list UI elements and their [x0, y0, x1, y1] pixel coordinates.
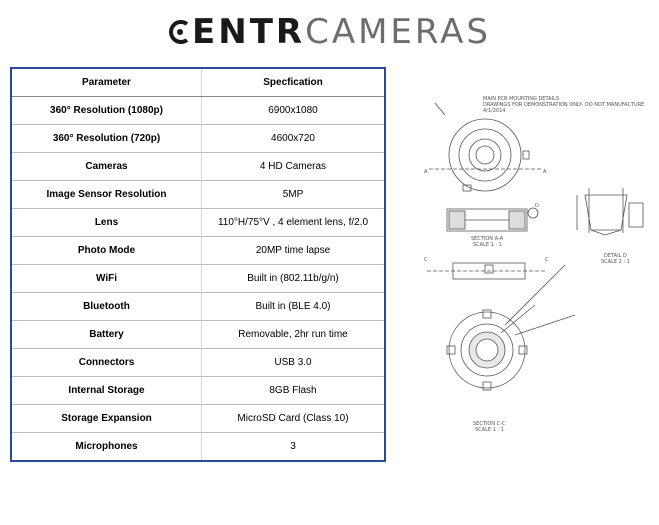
drawing-note-date: 4/1/2014 — [483, 108, 505, 114]
value-cell: 3 — [290, 441, 296, 452]
param-cell: 360° Resolution (1080p) — [11, 96, 202, 125]
section-aa-scale: SCALE 1 : 1 — [473, 242, 502, 248]
param-cell: Photo Mode — [11, 236, 202, 265]
param-cell: Microphones — [11, 432, 202, 461]
value-cell: 110°H/75°V , 4 element lens, f/2.0 — [201, 208, 385, 237]
logo-c-icon — [168, 12, 192, 52]
detail-d-marker: D — [535, 203, 539, 209]
value-cell: 20MP time lapse — [201, 236, 385, 265]
value-cell: 5MP — [201, 180, 385, 209]
header-specification: Specfication — [201, 68, 385, 97]
section-aa-view — [446, 207, 539, 232]
table-row: 360° Resolution (1080p)6900x1080 — [11, 96, 385, 125]
param-cell: Cameras — [11, 152, 202, 181]
param-cell: Bluetooth — [11, 292, 202, 321]
section-marker-a-right: A — [543, 169, 547, 175]
value-cell: Removable, 2hr run time — [201, 320, 385, 349]
technical-drawing: MAIN PCB MOUNTING DETAILS DRAWINGS FOR D… — [424, 96, 644, 433]
drawing-note-disclaimer: DRAWINGS FOR DEMONSTRATION ONLY- DO NOT … — [483, 102, 644, 108]
header-parameter: Parameter — [11, 68, 202, 97]
param-cell: Lens — [11, 208, 202, 237]
table-row: 360° Resolution (720p)4600x720 — [11, 124, 385, 153]
detail-d-scale: SCALE 2 : 1 — [601, 259, 630, 265]
section-aa-label: SECTION A-A — [471, 236, 504, 242]
param-cell: Battery — [11, 320, 202, 349]
param-cell: WiFi — [11, 264, 202, 293]
top-view — [429, 102, 543, 192]
value-cell: Built in (802.11b/g/n) — [201, 264, 385, 293]
drawing-note-title: MAIN PCB MOUNTING DETAILS — [483, 96, 559, 102]
param-cell: Internal Storage — [11, 376, 202, 405]
section-marker-c-left: C — [424, 257, 428, 263]
detail-d-label: DETAIL D — [604, 253, 627, 259]
side-view — [427, 262, 545, 280]
detail-d-view — [576, 188, 644, 236]
param-cell: Image Sensor Resolution — [11, 180, 202, 209]
section-cc-label: SECTION C-C — [473, 421, 506, 427]
table-header-row: Parameter Specfication — [11, 68, 385, 97]
logo-text-bold: ENTR — [192, 12, 306, 52]
value-cell: USB 3.0 — [201, 348, 385, 377]
section-cc-view — [446, 264, 576, 391]
param-cell: 360° Resolution (720p) — [11, 124, 202, 153]
value-cell: MicroSD Card (Class 10) — [201, 404, 385, 433]
table-row: Microphones 3 — [11, 432, 385, 461]
section-marker-a-left: A — [424, 169, 428, 175]
value-cell: Built in (BLE 4.0) — [201, 292, 385, 321]
section-marker-c-right: C — [545, 257, 549, 263]
section-cc-scale: SCALE 1 : 1 — [475, 427, 504, 433]
value-cell: 4 HD Cameras — [201, 152, 385, 181]
spec-table: Parameter Specfication 360° Resolution (… — [10, 67, 386, 462]
value-cell: 8GB Flash — [201, 376, 385, 405]
value-cell: 6900x1080 — [201, 96, 385, 125]
param-cell: Storage Expansion — [11, 404, 202, 433]
value-cell: 4600x720 — [201, 124, 385, 153]
brand-logo: ENTRCAMERAS — [0, 12, 659, 52]
param-cell: Connectors — [11, 348, 202, 377]
logo-text-light: CAMERAS — [305, 12, 491, 52]
